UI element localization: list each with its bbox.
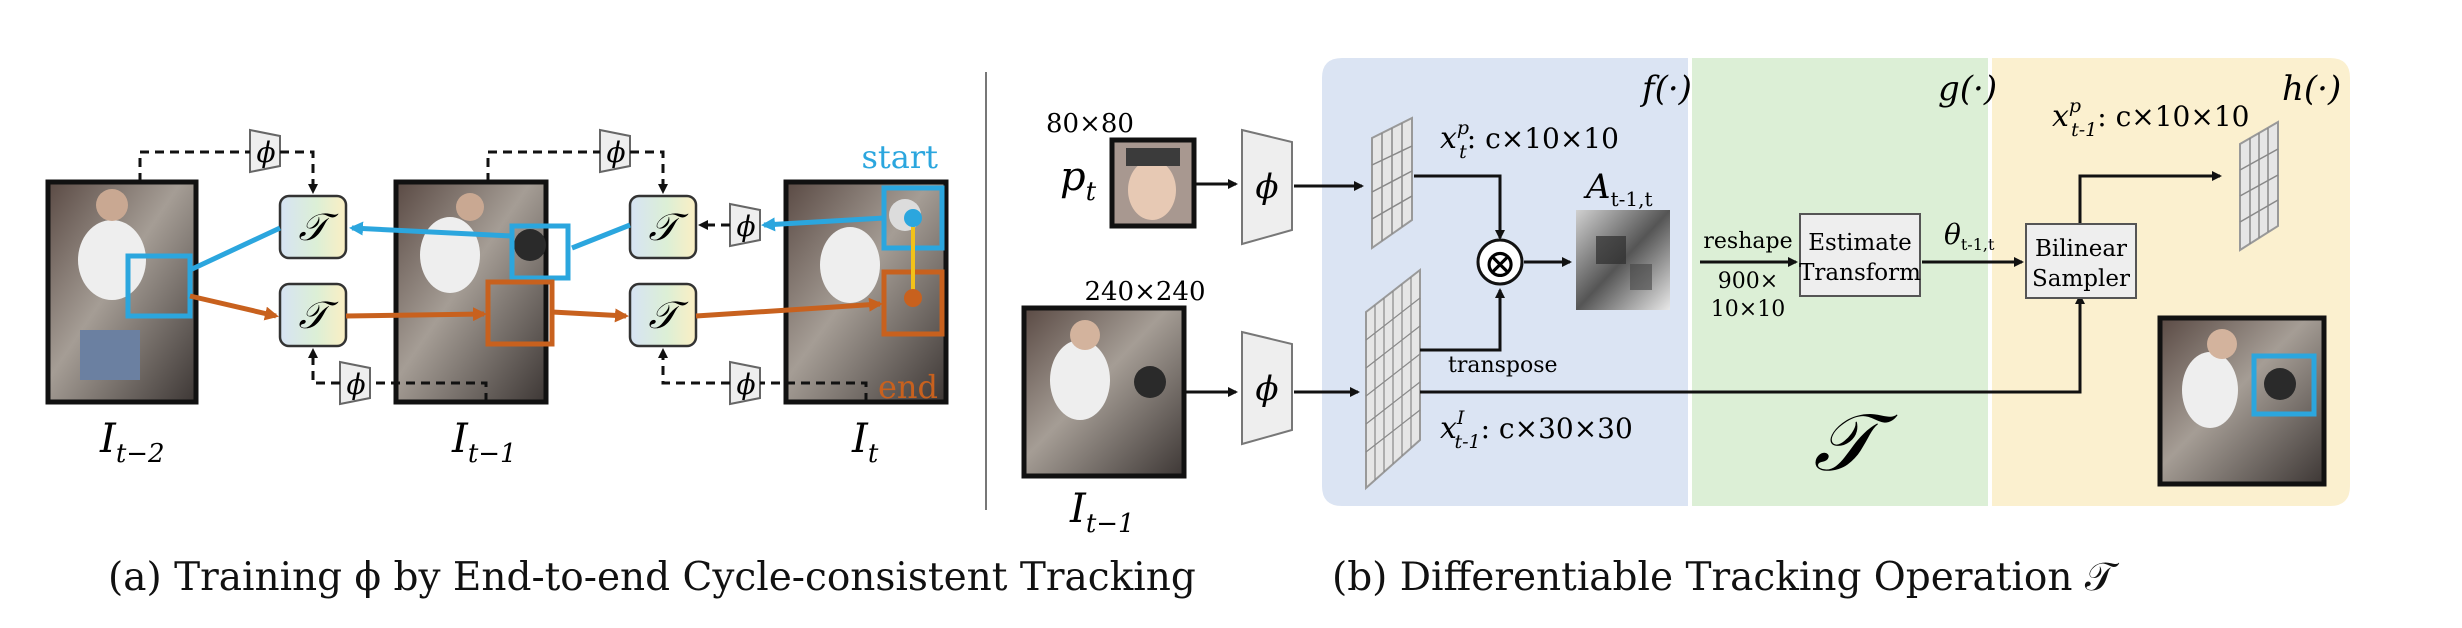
h-label: h(·) [2282, 69, 2341, 109]
frame-label-i-t: It [851, 416, 879, 469]
f-label: f(·) [1639, 69, 1692, 109]
panel-a: 𝒯 𝒯 𝒯 𝒯 ϕ ϕ ϕ ϕ [45, 128, 949, 469]
i-t-minus-1-label: It−1 [1069, 486, 1135, 539]
svg-text:Sampler: Sampler [2032, 266, 2130, 292]
frame-image-i-t-minus-1 [1021, 305, 1187, 479]
bilinear-sampler-box: Bilinear Sampler [2025, 223, 2137, 299]
patch-image-p-t [1109, 137, 1197, 229]
svg-text:Transform: Transform [1799, 260, 1921, 286]
start-label: start [861, 138, 938, 176]
tau-box-top-left: 𝒯 [278, 194, 348, 260]
end-label: end [878, 368, 938, 406]
forward-tracking-arrows [189, 293, 883, 323]
phi-encoder-frame: ϕ [1241, 330, 1293, 446]
reshape-label: reshape [1703, 229, 1792, 254]
svg-text:ϕ: ϕ [256, 136, 275, 169]
panel-b-arrows [1186, 171, 2222, 397]
frame-label-i-t-minus-1: It−1 [451, 416, 517, 469]
tau-box-top-right: 𝒯 [628, 194, 698, 260]
reshape-dim-2: 10×10 [1711, 297, 1785, 322]
svg-text:Estimate: Estimate [1808, 230, 1912, 256]
phi-encoder-top-left: ϕ [249, 128, 281, 174]
multiply-op: ⊗ [1476, 238, 1524, 287]
affinity-matrix [1576, 210, 1670, 310]
frame-i-t-minus-1 [393, 179, 571, 405]
svg-text:ϕ: ϕ [736, 368, 755, 401]
estimate-transform-box: Estimate Transform [1799, 213, 1921, 297]
output-frame-image [2157, 315, 2327, 487]
affinity-label: At-1,t [1583, 167, 1652, 211]
caption-panel-a: (a) Training ϕ by End-to-end Cycle-consi… [108, 555, 1196, 600]
svg-text:ϕ: ϕ [1255, 167, 1278, 207]
frame-i-t-minus-2 [45, 179, 199, 405]
g-label: g(·) [1938, 69, 1997, 109]
backward-tracking-arrows [188, 215, 885, 273]
svg-text:ϕ: ϕ [606, 136, 625, 169]
panel-b: f(·) g(·) h(·) 80×80 pt 240×240 It−1 ϕ [1021, 58, 2350, 539]
tau-box-bottom-left: 𝒯 [278, 282, 348, 348]
dashed-connectors [138, 150, 868, 402]
svg-text:ϕ: ϕ [346, 368, 365, 401]
phi-encoder-mid-right: ϕ [729, 202, 761, 248]
svg-text:Bilinear: Bilinear [2035, 236, 2127, 262]
frame-size-label: 240×240 [1084, 277, 1205, 307]
phi-encoder-bottom-right: ϕ [729, 360, 761, 406]
transpose-label: transpose [1448, 353, 1558, 378]
frame-label-i-t-minus-2: It−2 [99, 416, 165, 469]
phi-encoder-bottom-left: ϕ [339, 360, 371, 406]
reshape-dim-1: 900× [1718, 269, 1778, 294]
patch-size-label: 80×80 [1046, 109, 1134, 139]
phi-encoder-top-right: ϕ [599, 128, 631, 174]
svg-text:ϕ: ϕ [736, 210, 755, 243]
svg-text:⊗: ⊗ [1483, 241, 1517, 287]
output-feature-grid [2239, 120, 2279, 252]
theta-label: θt-1,t [1944, 218, 1995, 254]
p-t-label: pt [1060, 154, 1097, 207]
phi-encoder-patch: ϕ [1241, 128, 1293, 246]
svg-text:ϕ: ϕ [1255, 369, 1278, 409]
tau-box-bottom-right: 𝒯 [628, 282, 698, 348]
frame-feature-grid [1365, 267, 1421, 491]
patch-feature-grid [1371, 116, 1413, 250]
caption-panel-b: (b) Differentiable Tracking Operation 𝒯 [1332, 555, 2115, 600]
